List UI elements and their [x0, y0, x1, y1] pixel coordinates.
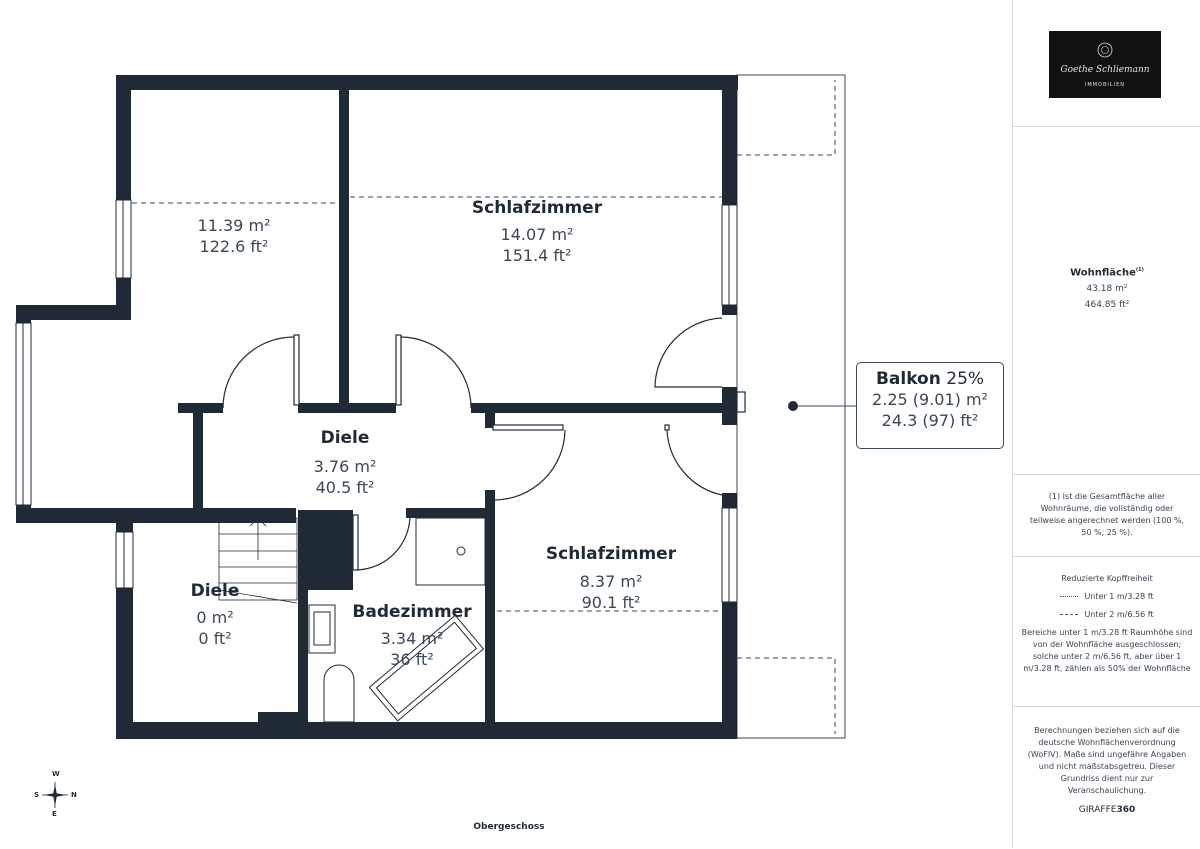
- brand-label: GIRAFFE360: [1013, 805, 1200, 815]
- footnote-section: (1) Ist die Gesamtfläche aller Wohnräume…: [1013, 474, 1200, 557]
- room-name: Schlafzimmer: [545, 544, 677, 564]
- living-area-section: Wohnfläche(1) 43.18 m² 464.85 ft²: [1013, 126, 1200, 475]
- bathroom-fixtures: [308, 517, 486, 723]
- windows: [15, 199, 738, 603]
- headroom-text: Bereiche unter 1 m/3.28 ft Raumhöhe sind…: [1021, 628, 1193, 673]
- room-area: 8.37 m² 90.1 ft²: [580, 571, 643, 613]
- calculation-section: Berechnungen beziehen sich auf die deuts…: [1013, 706, 1200, 849]
- balcony-headroom-line: [737, 80, 836, 156]
- room-area: 0 m² 0 ft²: [196, 607, 233, 649]
- walls: [16, 75, 738, 739]
- room-area-ft2: 122.6 ft²: [199, 237, 269, 256]
- living-area-ft2: 464.85 ft²: [1084, 300, 1130, 311]
- living-area-title: Wohnfläche: [1070, 267, 1136, 279]
- bathtub: [368, 614, 485, 722]
- legend-under-2m-label: Unter 2 m/6.56 ft: [1084, 609, 1154, 619]
- room-area-ft2: 151.4 ft²: [502, 246, 572, 265]
- toilet: [323, 664, 355, 723]
- dotted-line-icon: [1060, 595, 1079, 597]
- room-area-m2: 11.39 m²: [197, 216, 271, 235]
- balcony-area-ft2: 24.3 (97) ft²: [881, 411, 979, 430]
- room-area-m2: 8.37 m²: [579, 572, 643, 591]
- balcony-marker: [788, 401, 798, 411]
- legend-under-2m: Unter 2 m/6.56 ft: [1013, 605, 1200, 623]
- room-name: Diele: [320, 428, 370, 448]
- headroom-section: Reduzierte Kopffreiheit Unter 1 m/3.28 f…: [1013, 556, 1200, 707]
- room-area-ft2: 0 ft²: [198, 629, 232, 648]
- brand-name: GIRAFFE: [1078, 805, 1117, 815]
- footnote-text: (1) Ist die Gesamtfläche aller Wohnräume…: [1029, 492, 1185, 537]
- balcony-name: Balkon: [875, 369, 941, 389]
- compass-west-label: W: [52, 770, 60, 778]
- compass: W E S N: [34, 770, 78, 818]
- room-area-m2: 14.07 m²: [500, 225, 574, 244]
- legend-under-1m: Unter 1 m/3.28 ft: [1013, 587, 1200, 605]
- room-area-ft2: 36 ft²: [390, 650, 434, 669]
- room-area: 11.39 m² 122.6 ft²: [198, 215, 271, 257]
- shower-drain: [456, 546, 466, 556]
- compass-south-label: S: [34, 791, 40, 799]
- floor-plan: [15, 74, 858, 739]
- room-name: Diele: [190, 581, 240, 601]
- balcony-percent: 25%: [946, 369, 985, 389]
- living-area-m2: 43.18 m²: [1086, 284, 1128, 295]
- logo-signature: Goethe Schliemann: [1060, 65, 1150, 75]
- company-logo: Goethe Schliemann IMMOBILIEN: [1049, 31, 1161, 98]
- room-area: 3.34 m² 36 ft²: [381, 628, 444, 670]
- sink: [308, 604, 336, 654]
- doors: [222, 317, 746, 571]
- shower: [415, 517, 486, 586]
- room-area-ft2: 90.1 ft²: [581, 593, 641, 612]
- compass-east-label: E: [52, 810, 57, 818]
- room-area: 3.76 m² 40.5 ft²: [314, 456, 377, 498]
- room-name: Schlafzimmer: [471, 198, 603, 218]
- balcony-label: Balkon 25% 2.25 (9.01) m² 24.3 (97) ft²: [856, 362, 1004, 449]
- headroom-title: Reduzierte Kopffreiheit: [1061, 574, 1153, 583]
- room-name: Badezimmer: [352, 602, 472, 622]
- calculation-text: Berechnungen beziehen sich auf die deuts…: [1027, 726, 1187, 795]
- compass-north-label: N: [71, 791, 77, 799]
- footnote-marker: (1): [1135, 267, 1144, 273]
- room-area: 14.07 m² 151.4 ft²: [501, 224, 574, 266]
- stairs: [218, 517, 298, 604]
- room-area-ft2: 40.5 ft²: [315, 478, 375, 497]
- lion-logo-icon: [1097, 42, 1113, 58]
- compass-rose-icon: [42, 782, 68, 808]
- room-area-m2: 3.76 m²: [313, 457, 377, 476]
- brand-number: 360: [1116, 805, 1136, 815]
- balcony-area-m2: 2.25 (9.01) m²: [872, 390, 988, 409]
- sidebar: Goethe Schliemann IMMOBILIEN Wohnfläche(…: [1012, 0, 1200, 848]
- room-area-m2: 3.34 m²: [380, 629, 444, 648]
- room-area-m2: 0 m²: [196, 608, 234, 627]
- floor-label: Obergeschoss: [473, 822, 545, 832]
- legend-under-1m-label: Unter 1 m/3.28 ft: [1084, 591, 1154, 601]
- logo-subtitle: IMMOBILIEN: [1084, 82, 1126, 88]
- dashed-line-icon: [1060, 613, 1079, 615]
- balcony-headroom-line: [737, 657, 836, 734]
